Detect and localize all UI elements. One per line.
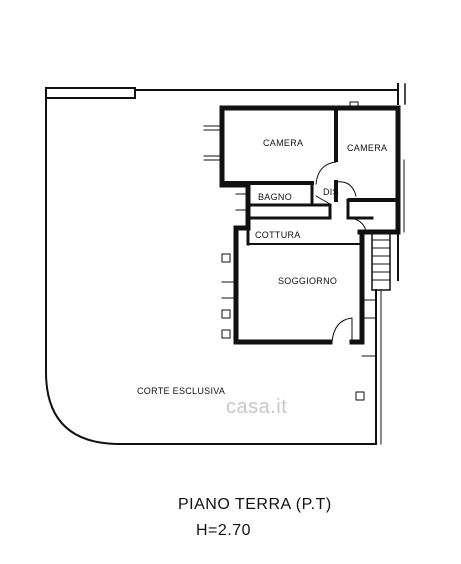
room-label-camera-1: CAMERA (263, 138, 303, 148)
room-label-cottura: COTTURA (255, 230, 301, 240)
floor-title: PIANO TERRA (P.T) (178, 496, 332, 513)
room-label-corte-esclusiva: CORTE ESCLUSIVA (137, 386, 225, 396)
room-label-dis: DIS (323, 187, 339, 197)
door-entrance (331, 317, 353, 343)
room-label-camera-2: CAMERA (347, 143, 387, 153)
stairs (371, 231, 391, 291)
room-label-soggiorno: SOGGIORNO (278, 276, 337, 286)
floor-plan: CAMERA CAMERA DIS BAGNO COTTURA SOGGIORN… (45, 83, 406, 445)
room-label-bagno: BAGNO (258, 192, 292, 202)
door-dis (315, 161, 337, 185)
floor-height: H=2.70 (196, 522, 252, 539)
courtyard-boundary (45, 87, 377, 445)
watermark: casa.it (226, 396, 288, 418)
